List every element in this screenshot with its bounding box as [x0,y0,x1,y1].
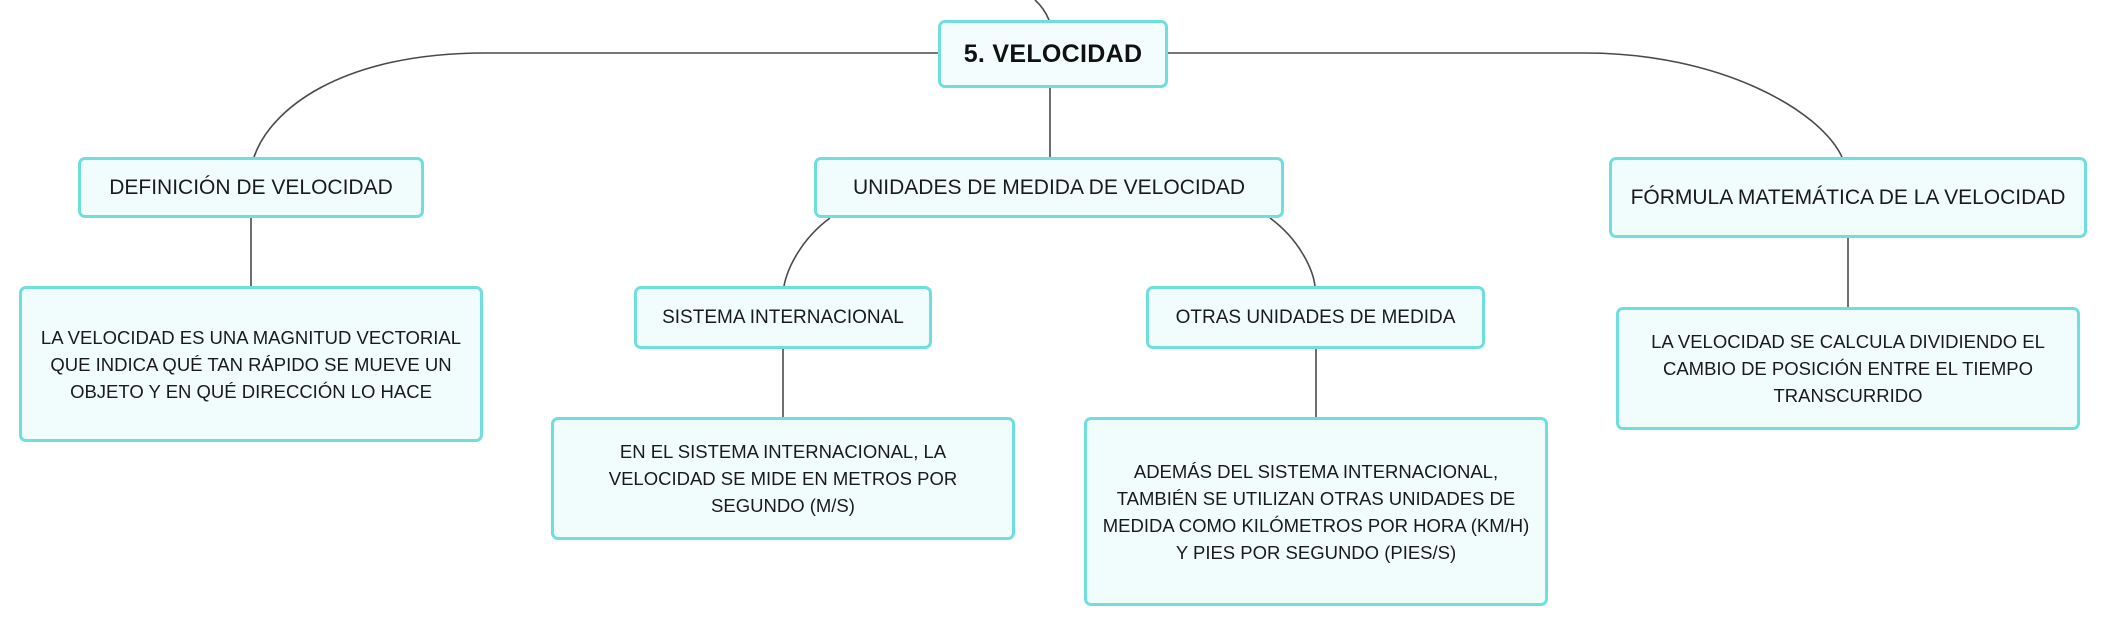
topic-node-label: DEFINICIÓN DE VELOCIDAD [109,175,393,199]
topic-node-unidades[interactable]: UNIDADES DE MEDIDA DE VELOCIDAD [814,157,1284,218]
connector-unidades-to-si [783,217,831,287]
topic-node-definicion[interactable]: DEFINICIÓN DE VELOCIDAD [78,157,424,218]
detail-node-text: EN EL SISTEMA INTERNACIONAL, LA VELOCIDA… [608,441,958,516]
subtopic-node-otras-unidades[interactable]: OTRAS UNIDADES DE MEDIDA [1146,286,1485,349]
detail-node-definicion[interactable]: LA VELOCIDAD ES UNA MAGNITUD VECTORIAL Q… [19,286,483,442]
subtopic-node-sistema-internacional[interactable]: SISTEMA INTERNACIONAL [634,286,932,349]
detail-node-otras-unidades[interactable]: ADEMÁS DEL SISTEMA INTERNACIONAL, TAMBIÉ… [1084,417,1548,606]
detail-node-sistema-internacional[interactable]: EN EL SISTEMA INTERNACIONAL, LA VELOCIDA… [551,417,1015,540]
root-node-velocidad[interactable]: 5. VELOCIDAD [938,20,1168,88]
topic-node-label: FÓRMULA MATEMÁTICA DE LA VELOCIDAD [1630,185,2066,209]
root-node-label: 5. VELOCIDAD [963,39,1143,68]
connector-unidades-to-otras [1269,217,1316,287]
connector-root-to-definicion [253,52,938,158]
topic-node-formula[interactable]: FÓRMULA MATEMÁTICA DE LA VELOCIDAD [1609,157,2087,238]
subtopic-node-label: SISTEMA INTERNACIONAL [662,306,904,328]
detail-node-formula[interactable]: LA VELOCIDAD SE CALCULA DIVIDIENDO EL CA… [1616,307,2080,430]
detail-node-text: ADEMÁS DEL SISTEMA INTERNACIONAL, TAMBIÉ… [1102,460,1530,563]
topic-node-label: UNIDADES DE MEDIDA DE VELOCIDAD [852,175,1246,199]
connector-parent-to-root [1034,0,1050,21]
detail-node-text: LA VELOCIDAD SE CALCULA DIVIDIENDO EL CA… [1651,331,2045,406]
detail-node-text: LA VELOCIDAD ES UNA MAGNITUD VECTORIAL Q… [40,326,462,402]
connector-root-to-formula [1168,52,1843,158]
subtopic-node-label: OTRAS UNIDADES DE MEDIDA [1175,306,1456,328]
